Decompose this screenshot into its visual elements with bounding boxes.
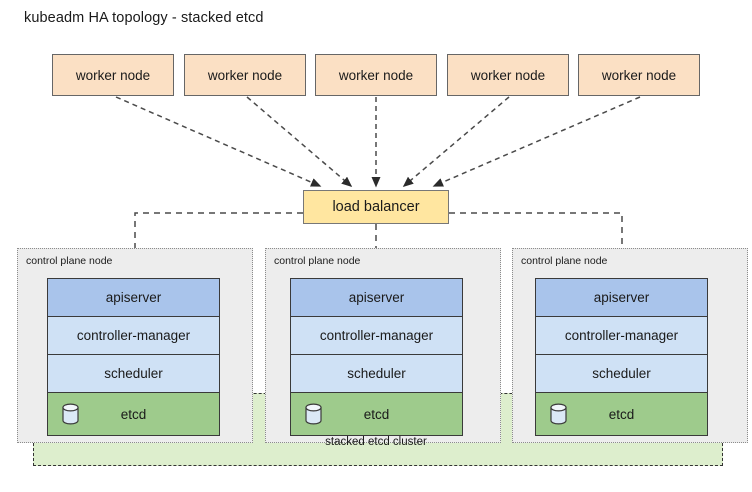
database-icon xyxy=(62,403,79,425)
component-controller-manager[interactable]: controller-manager xyxy=(536,317,707,355)
component-label: etcd xyxy=(120,406,147,422)
control-plane-stack-3: apiserver controller-manager scheduler e… xyxy=(535,278,708,436)
page-title: kubeadm HA topology - stacked etcd xyxy=(24,10,264,26)
worker-node-5[interactable]: worker node xyxy=(578,54,700,96)
component-label: controller-manager xyxy=(319,328,434,343)
component-controller-manager[interactable]: controller-manager xyxy=(291,317,462,355)
component-etcd[interactable]: etcd xyxy=(48,393,219,435)
control-plane-node-label: control plane node xyxy=(26,255,113,267)
component-label: apiserver xyxy=(105,290,162,305)
database-icon xyxy=(305,403,322,425)
component-label: controller-manager xyxy=(76,328,191,343)
worker-node-4[interactable]: worker node xyxy=(447,54,569,96)
database-icon xyxy=(550,403,567,425)
component-label: scheduler xyxy=(592,366,651,381)
component-scheduler[interactable]: scheduler xyxy=(48,355,219,393)
worker-node-2[interactable]: worker node xyxy=(184,54,306,96)
component-etcd[interactable]: etcd xyxy=(536,393,707,435)
component-label: scheduler xyxy=(347,366,406,381)
component-apiserver[interactable]: apiserver xyxy=(291,279,462,317)
component-scheduler[interactable]: scheduler xyxy=(536,355,707,393)
worker-to-loadbalancer-edges xyxy=(115,96,641,188)
component-apiserver[interactable]: apiserver xyxy=(48,279,219,317)
worker-node-label: worker node xyxy=(338,67,414,83)
worker-node-1[interactable]: worker node xyxy=(52,54,174,96)
component-apiserver[interactable]: apiserver xyxy=(536,279,707,317)
component-controller-manager[interactable]: controller-manager xyxy=(48,317,219,355)
load-balancer-label: load balancer xyxy=(332,199,420,215)
load-balancer-node[interactable]: load balancer xyxy=(303,190,449,224)
worker-node-label: worker node xyxy=(470,67,546,83)
control-plane-stack-1: apiserver controller-manager scheduler e… xyxy=(47,278,220,436)
worker-node-3[interactable]: worker node xyxy=(315,54,437,96)
control-plane-node-label: control plane node xyxy=(521,255,608,267)
worker-node-label: worker node xyxy=(207,67,283,83)
control-plane-node-label: control plane node xyxy=(274,255,361,267)
component-label: controller-manager xyxy=(564,328,679,343)
worker-node-label: worker node xyxy=(75,67,151,83)
component-etcd[interactable]: etcd xyxy=(291,393,462,435)
worker-node-label: worker node xyxy=(601,67,677,83)
component-label: etcd xyxy=(363,406,390,422)
control-plane-stack-2: apiserver controller-manager scheduler e… xyxy=(290,278,463,436)
component-scheduler[interactable]: scheduler xyxy=(291,355,462,393)
component-label: scheduler xyxy=(104,366,163,381)
component-label: etcd xyxy=(608,406,635,422)
stacked-etcd-cluster-label: stacked etcd cluster xyxy=(325,436,427,448)
component-label: apiserver xyxy=(348,290,405,305)
component-label: apiserver xyxy=(593,290,650,305)
